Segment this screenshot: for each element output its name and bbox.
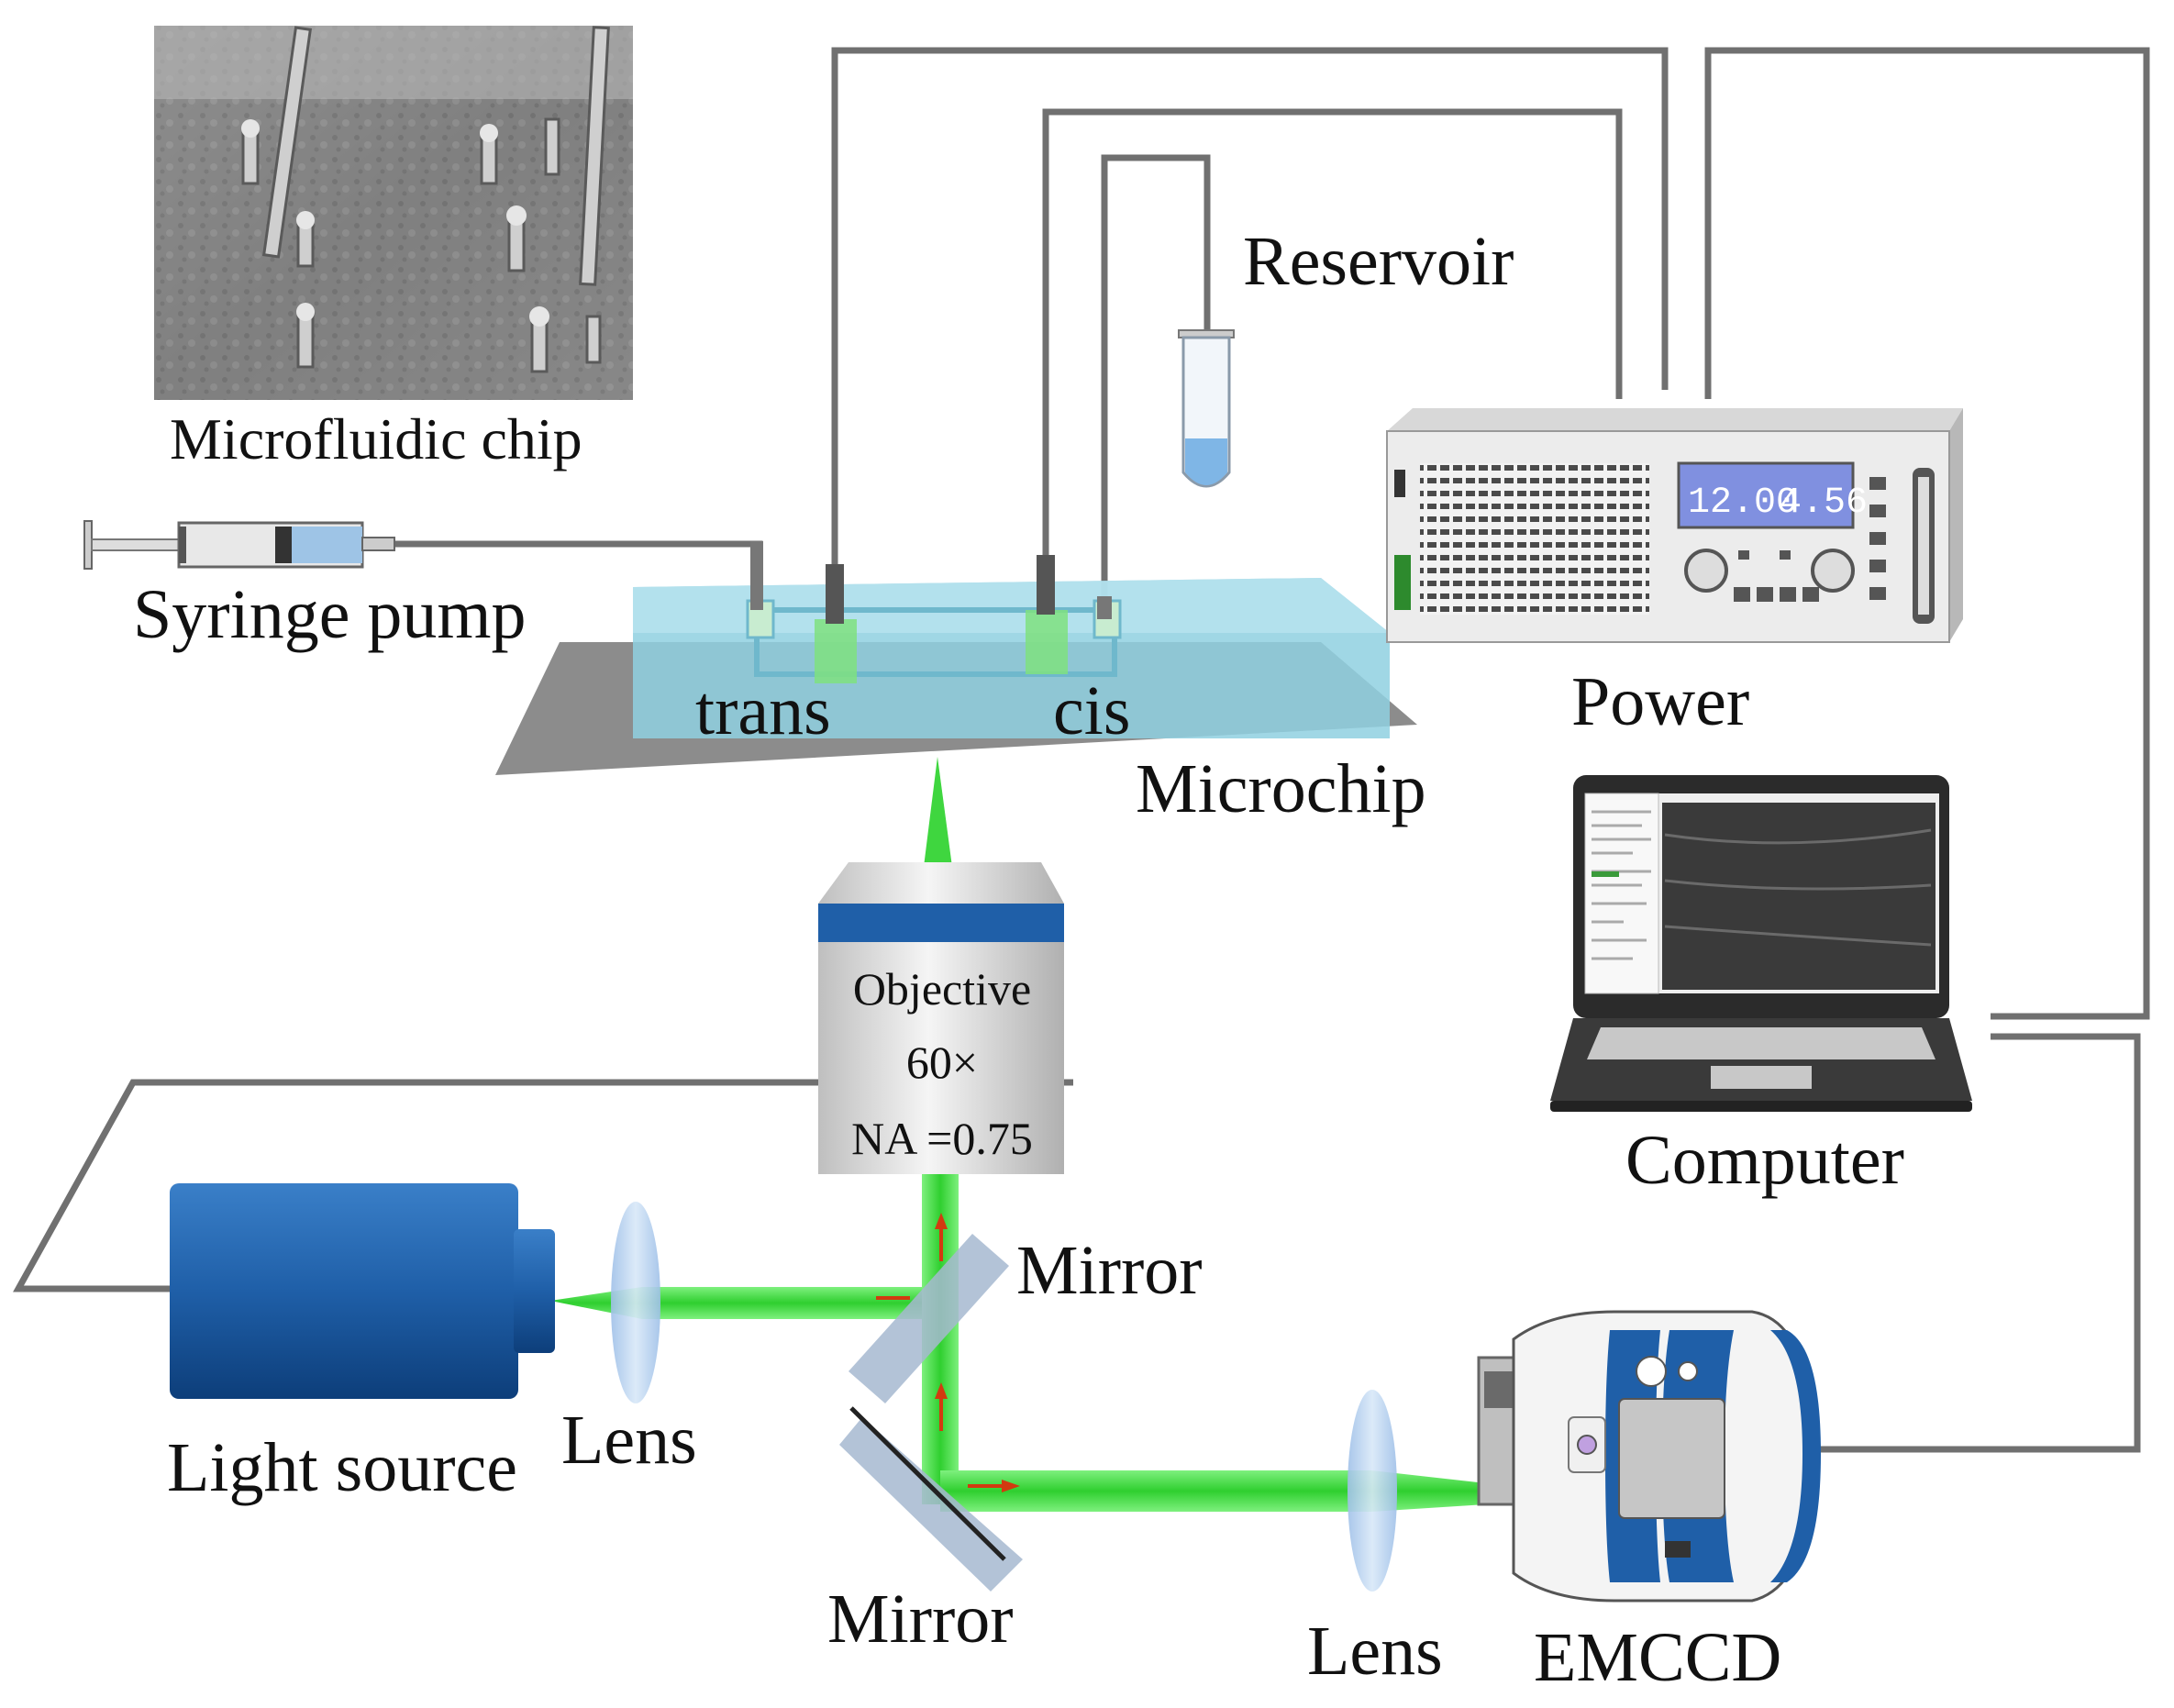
label-trans: trans (695, 672, 831, 749)
label-lens-left: Lens (561, 1402, 697, 1479)
label-microfluidic-chip: Microfluidic chip (170, 406, 582, 471)
label-microchip: Microchip (1136, 750, 1426, 827)
power-display-left: 12.00 (1688, 482, 1798, 524)
beam-upward (924, 757, 952, 867)
label-power: Power (1571, 663, 1749, 740)
beam-source (550, 1287, 954, 1319)
lens-left-icon (611, 1202, 660, 1403)
lens-right-icon (1348, 1390, 1397, 1592)
wire-power-to-computer (1704, 47, 2150, 1020)
reservoir-icon (1178, 329, 1235, 488)
wire-trans-to-power (831, 47, 1669, 569)
mirror-bottom-icon (839, 1406, 1023, 1592)
emccd-camera-icon (1477, 1310, 1821, 1603)
wire-emccd-to-computer (1814, 1033, 2141, 1453)
label-computer: Computer (1625, 1122, 1904, 1199)
microchip-icon (495, 541, 1417, 775)
power-supply-icon: 12.00 4.56 (1386, 408, 1963, 643)
label-reservoir: Reservoir (1243, 223, 1514, 300)
wire-cis-to-power (1042, 108, 1623, 560)
syringe-icon (83, 520, 395, 570)
light-source-icon (170, 1183, 555, 1399)
wire-light-to-computer (13, 1079, 1073, 1292)
label-mirror-bottom: Mirror (827, 1580, 1014, 1658)
microfluidic-chip-photo (154, 26, 633, 400)
laptop-icon (1550, 775, 1972, 1112)
label-syringe-pump: Syringe pump (133, 576, 527, 653)
label-objective-na: NA =0.75 (851, 1113, 1033, 1164)
objective-icon (818, 862, 1064, 1174)
wire-reservoir-line (1101, 154, 1211, 601)
label-objective-mag: 60× (906, 1037, 978, 1088)
beam-detector (940, 1470, 1486, 1512)
label-light-source: Light source (167, 1429, 517, 1506)
label-emccd: EMCCD (1534, 1619, 1781, 1696)
mirror-top-icon (849, 1234, 1009, 1403)
arrow-group (876, 1213, 1020, 1492)
label-mirror-top: Mirror (1016, 1232, 1203, 1309)
power-display-right: 4.56 (1780, 482, 1868, 524)
label-objective-name: Objective (853, 963, 1031, 1015)
label-cis: cis (1053, 672, 1130, 749)
label-lens-right: Lens (1307, 1613, 1443, 1690)
